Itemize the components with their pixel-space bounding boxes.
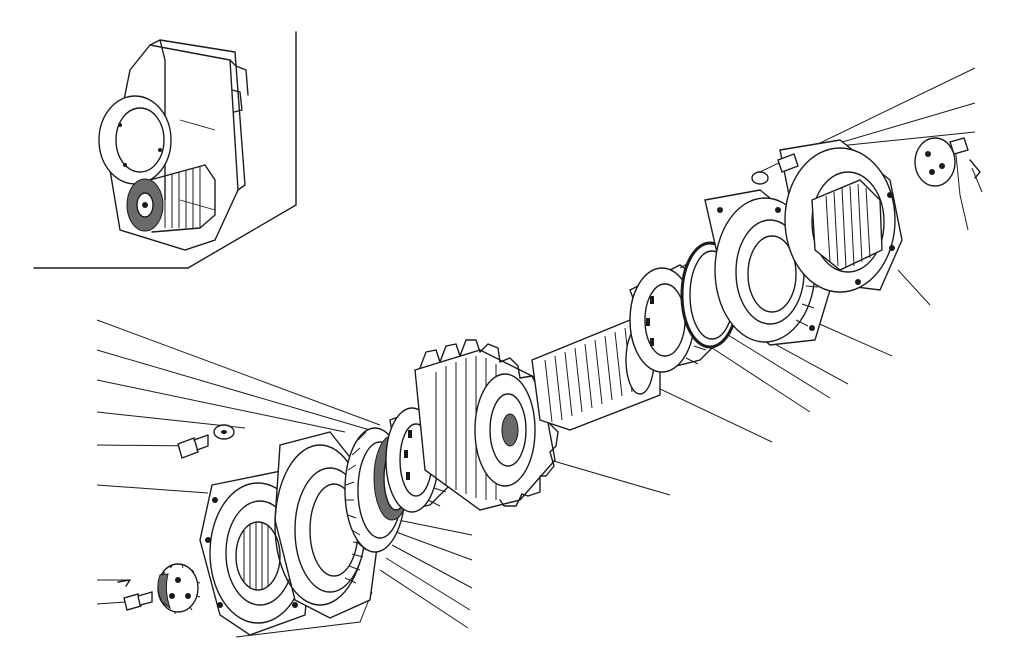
leader-line [96,349,371,431]
right-flange-cover [779,139,903,293]
left-slotted-nut [157,563,201,614]
leader-line [971,167,983,193]
leader-line [719,329,831,399]
leader-line [395,531,473,561]
spur-gear [414,339,559,511]
inset-frame-diagonal [187,204,297,269]
leader-line [385,557,471,611]
leader-line [96,601,126,605]
leader-line [96,379,346,433]
leader-line [397,519,473,536]
leader-line [391,544,473,589]
leader-line [96,484,209,494]
right-bolt [777,153,799,173]
right-lock-washer [751,171,769,185]
inset-housing [98,39,249,251]
callout-leaders [96,67,983,638]
leader-line [814,321,893,357]
leader-line [897,269,931,306]
right-cotter-pin [969,159,981,179]
right-slotted-nut [914,137,969,187]
leader-line [379,569,469,629]
left-cotter-pin [117,579,131,587]
leader-line [549,459,671,496]
leader-line [235,591,373,638]
left-bolt [123,591,153,611]
left-washer-bolt [177,424,235,459]
leader-line [954,144,969,231]
inset-housing-view [33,31,297,269]
leader-line [96,319,381,426]
leader-line [699,339,811,413]
